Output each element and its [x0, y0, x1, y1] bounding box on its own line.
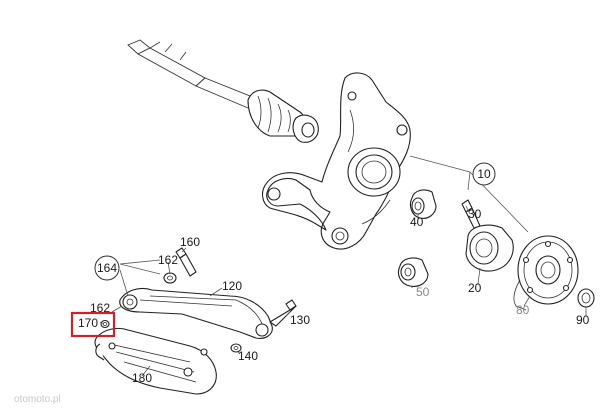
highlighted-callout-170[interactable]: 170 [70, 311, 116, 338]
callout-180-label[interactable]: 180 [132, 371, 152, 385]
callout-120-label[interactable]: 120 [222, 279, 242, 293]
callout-30-label[interactable]: 30 [468, 207, 482, 221]
callout-162-upper-label[interactable]: 162 [158, 253, 178, 267]
callout-160-label[interactable]: 160 [180, 235, 200, 249]
drive-shaft [127, 39, 319, 143]
bushing-50 [397, 257, 429, 287]
bolt-130 [269, 299, 297, 327]
callout-badge-10[interactable]: 10 [472, 162, 496, 186]
wheel-carrier [261, 72, 411, 250]
nut-140 [230, 343, 242, 353]
nut-170 [100, 319, 110, 329]
nut-90 [577, 288, 595, 308]
washer-162-upper [163, 272, 177, 284]
callout-140-label[interactable]: 140 [238, 349, 258, 363]
callout-90-label[interactable]: 90 [576, 313, 590, 327]
callout-162-lower-label[interactable]: 162 [90, 301, 110, 315]
control-arm-120 [119, 287, 273, 339]
wheel-bearing-20 [465, 224, 514, 272]
callout-50-label[interactable]: 50 [416, 285, 430, 299]
callout-130-label[interactable]: 130 [290, 313, 310, 327]
callout-badge-164[interactable]: 164 [94, 255, 120, 281]
spring-link-180 [94, 327, 217, 395]
callout-164-label: 164 [97, 261, 117, 275]
watermark-text: otomoto.pl [14, 394, 61, 405]
callout-40-label[interactable]: 40 [410, 215, 424, 229]
bolt-160 [175, 247, 197, 277]
highlight-box [70, 311, 116, 338]
wheel-hub-80 [513, 235, 579, 311]
callout-80-label[interactable]: 80 [516, 303, 530, 317]
callout-10-label: 10 [477, 167, 491, 181]
callout-170-label: 170 [78, 316, 98, 330]
callout-20-label[interactable]: 20 [468, 281, 482, 295]
